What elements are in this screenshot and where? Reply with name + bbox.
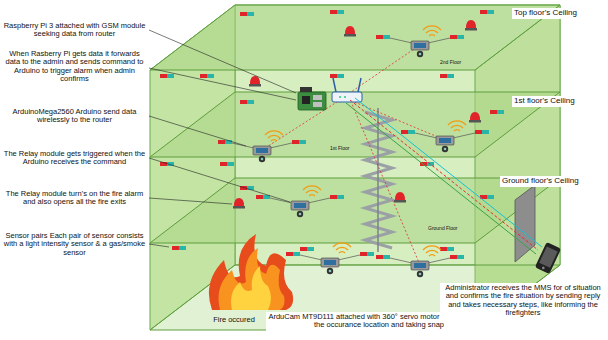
router: [332, 78, 362, 102]
admin-phone: [535, 242, 561, 274]
phone-button: [542, 266, 545, 269]
arduino-unit: [218, 131, 306, 162]
annotation-text: Sensor pairs Each pair of sensor consist…: [3, 232, 146, 257]
router-antenna: [358, 78, 361, 92]
ceiling-plane: [150, 5, 560, 70]
leader-line: [149, 68, 296, 100]
stair-pole: [377, 108, 379, 252]
flame: [219, 248, 285, 310]
flame: [231, 266, 271, 310]
leader-line: [149, 158, 290, 202]
leader-lines: [149, 30, 296, 247]
gsm-link: [350, 100, 538, 250]
floor-label: 1st Floor: [330, 146, 360, 152]
router-led: [344, 96, 346, 98]
arduino-unit: [256, 186, 344, 217]
floor-label: Ground Floor: [428, 226, 468, 232]
sensor-pair: [240, 186, 254, 190]
arduino-unit: [286, 243, 374, 274]
fire-alarm: [344, 26, 356, 37]
sensor-pair: [160, 74, 174, 78]
raspberry-pi: [298, 87, 326, 110]
router-led: [339, 96, 341, 98]
annotation-text: The Relay module gets triggered when the…: [3, 150, 146, 167]
fire-symbol: [209, 234, 293, 310]
leader-line: [149, 30, 296, 93]
fire-alarm: [394, 192, 406, 203]
leader-line: [149, 244, 169, 247]
fire-alarm: [469, 112, 481, 123]
sensor-pair: [330, 74, 344, 78]
pi-port: [313, 95, 322, 100]
annotation-text: The Relay module turn's on the fire alar…: [3, 190, 146, 207]
sensor-pair: [480, 195, 494, 199]
phone-screen: [539, 246, 557, 267]
fire-label: Fire occured: [205, 316, 263, 324]
arduino-unit: [376, 246, 464, 277]
leader-line: [149, 116, 246, 146]
sensor-pair: [220, 162, 234, 166]
wireless-links: [262, 45, 445, 265]
arduino-unit: [401, 121, 489, 152]
phone-body: [535, 242, 561, 274]
sensor-pair: [200, 74, 214, 78]
sensor-pair: [440, 74, 454, 78]
fire-alarm: [233, 198, 245, 209]
arduino-unit: [376, 26, 464, 57]
sensor-pair: [240, 100, 254, 104]
flame: [209, 234, 293, 310]
gsm-module: [300, 87, 312, 92]
sensor-pair: [480, 10, 494, 14]
sensor-pair: [330, 10, 344, 14]
ceiling-label: Ground floor's Ceiling: [500, 176, 606, 187]
pi-port: [313, 102, 322, 107]
floor-label: 2nd Floor: [440, 60, 470, 66]
annotation-text: When Rasberry Pi gets data it forwards d…: [3, 50, 146, 84]
ceiling-plane: [150, 178, 560, 243]
sensor-pair: [172, 246, 186, 250]
ceiling-plane: [150, 92, 560, 157]
sensor-pair: [300, 247, 314, 251]
fire-alarm: [249, 76, 261, 87]
gsm-link: [355, 98, 542, 247]
fire-alarm: [465, 20, 477, 31]
annotation-text: Raspberry Pi 3 attached with GSM module …: [3, 22, 146, 39]
pi-board: [298, 92, 326, 110]
sensor-pair: [490, 110, 504, 114]
admin-note: Administrator receives the MMS for of si…: [440, 283, 606, 319]
ceiling-label: 1st floor's Ceiling: [512, 96, 606, 107]
ceiling-label: Top floor's Ceiling: [512, 8, 606, 19]
annotation-text: ArduinoMega2560 Arduino send data wirele…: [3, 108, 146, 125]
router-antenna: [333, 78, 336, 92]
leader-line: [149, 198, 232, 204]
pi-chip: [302, 96, 310, 104]
sensor-pair: [240, 12, 254, 16]
wireless-link: [348, 45, 420, 94]
sensor-pair: [440, 247, 454, 251]
